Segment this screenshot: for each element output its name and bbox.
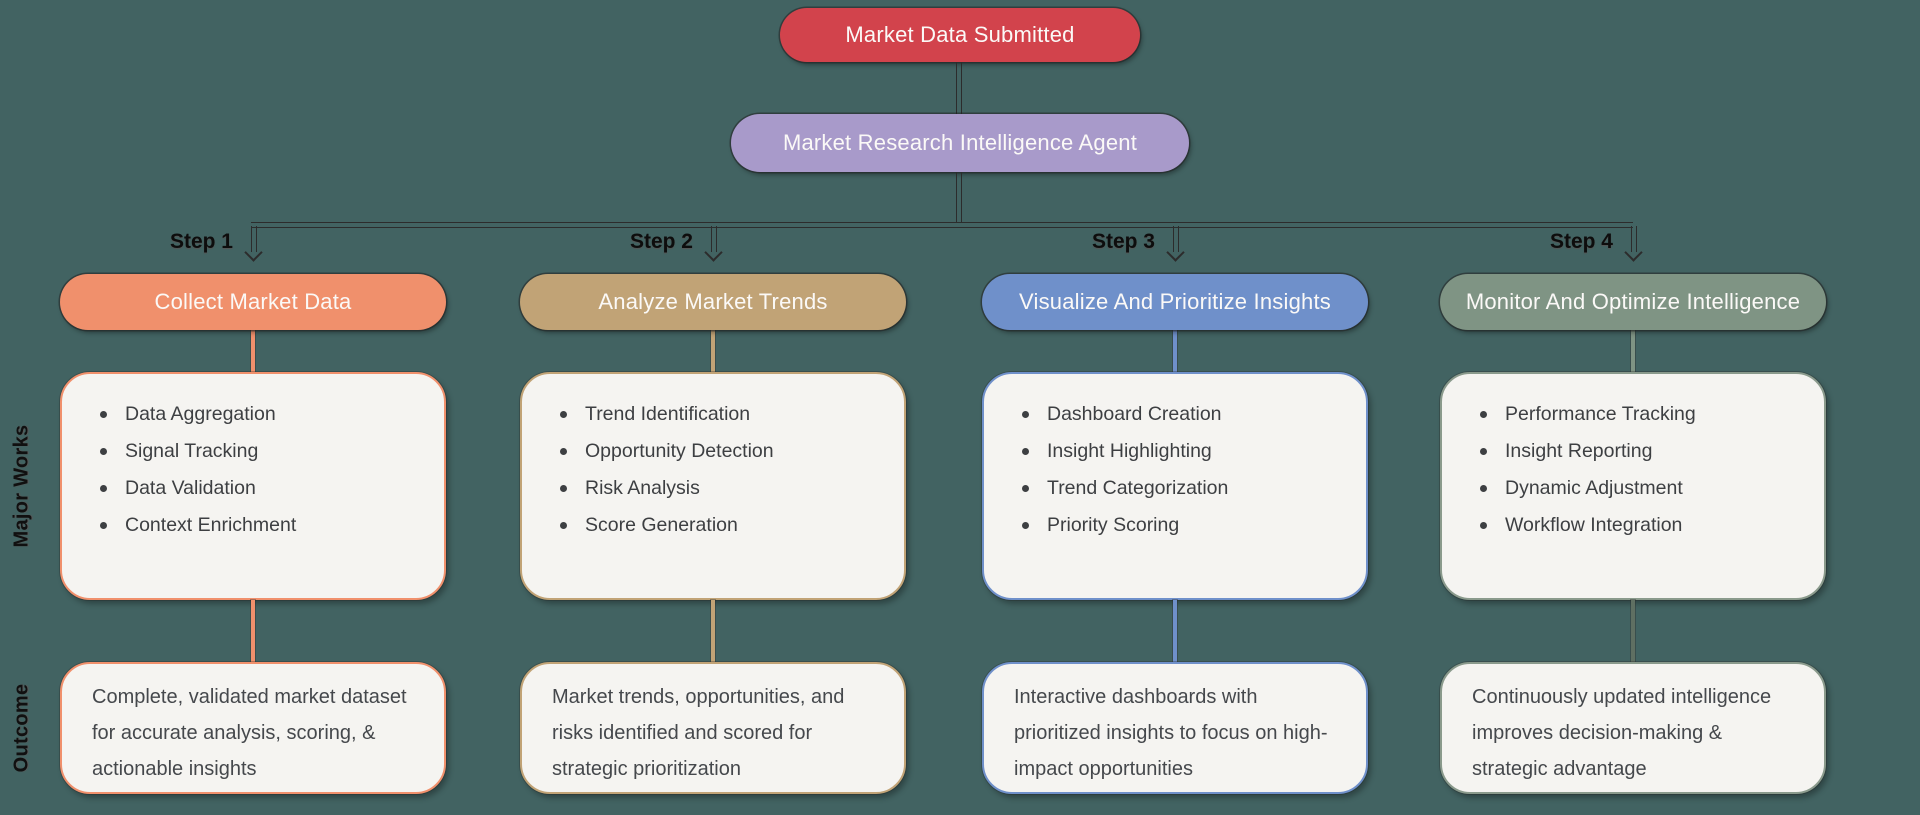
step2-outcome-box: Market trends, opportunities, and risks …: [520, 662, 906, 794]
list-item: Dashboard Creation: [1020, 396, 1356, 433]
list-item: Insight Reporting: [1478, 433, 1814, 470]
connector-step1-works: [251, 330, 255, 374]
step4-major-works-list: Performance Tracking Insight Reporting D…: [1442, 374, 1824, 544]
list-item: Trend Categorization: [1020, 470, 1356, 507]
connector-step4-works: [1631, 330, 1635, 374]
branch-stub-2: [711, 226, 717, 252]
arrow-down-icon: [704, 243, 723, 262]
list-item: Performance Tracking: [1478, 396, 1814, 433]
step2-outcome-text: Market trends, opportunities, and risks …: [552, 686, 845, 780]
step3-title-label: Visualize And Prioritize Insights: [1019, 289, 1331, 314]
step1-title-node: Collect Market Data: [60, 274, 446, 330]
list-item: Data Aggregation: [98, 396, 434, 433]
connector-step3-works: [1173, 330, 1177, 374]
step4-title-label: Monitor And Optimize Intelligence: [1465, 289, 1801, 314]
list-item: Signal Tracking: [98, 433, 434, 470]
list-item: Risk Analysis: [558, 470, 894, 507]
list-item: Opportunity Detection: [558, 433, 894, 470]
list-item: Workflow Integration: [1478, 507, 1814, 544]
connector-step2-works: [711, 330, 715, 374]
list-item: Trend Identification: [558, 396, 894, 433]
arrow-down-icon: [1624, 243, 1643, 262]
start-node-label: Market Data Submitted: [845, 22, 1075, 47]
step3-outcome-text: Interactive dashboards with prioritized …: [1014, 686, 1328, 780]
step4-title-node: Monitor And Optimize Intelligence: [1440, 274, 1826, 330]
row-label-outcome: Outcome: [10, 683, 33, 773]
step2-major-works-list: Trend Identification Opportunity Detecti…: [522, 374, 904, 544]
step2-title-label: Analyze Market Trends: [598, 289, 828, 314]
step3-major-works-box: Dashboard Creation Insight Highlighting …: [982, 372, 1368, 600]
connector-works4-outcome: [1631, 600, 1635, 662]
connector-agent-branch: [956, 172, 962, 222]
arrow-down-icon: [1166, 243, 1185, 262]
branch-stub-4: [1631, 226, 1637, 252]
branch-stub-3: [1173, 226, 1179, 252]
step3-title-node: Visualize And Prioritize Insights: [982, 274, 1368, 330]
list-item: Insight Highlighting: [1020, 433, 1356, 470]
start-node: Market Data Submitted: [780, 8, 1140, 62]
step1-title-label: Collect Market Data: [154, 289, 352, 314]
step-label-1: Step 1: [169, 230, 233, 253]
step1-major-works-box: Data Aggregation Signal Tracking Data Va…: [60, 372, 446, 600]
list-item: Data Validation: [98, 470, 434, 507]
step-label-3: Step 3: [1091, 230, 1155, 253]
list-item: Context Enrichment: [98, 507, 434, 544]
connector-works3-outcome: [1173, 600, 1177, 662]
step4-outcome-text: Continuously updated intelligence improv…: [1472, 686, 1772, 780]
agent-node-label: Market Research Intelligence Agent: [782, 130, 1138, 155]
connector-works1-outcome: [251, 600, 255, 662]
connector-start-agent: [956, 62, 962, 114]
step2-major-works-box: Trend Identification Opportunity Detecti…: [520, 372, 906, 600]
step1-outcome-box: Complete, validated market dataset for a…: [60, 662, 446, 794]
step1-major-works-list: Data Aggregation Signal Tracking Data Va…: [62, 374, 444, 544]
step2-title-node: Analyze Market Trends: [520, 274, 906, 330]
agent-node: Market Research Intelligence Agent: [731, 114, 1189, 172]
step3-major-works-list: Dashboard Creation Insight Highlighting …: [984, 374, 1366, 544]
step1-outcome-text: Complete, validated market dataset for a…: [92, 686, 407, 780]
connector-works2-outcome: [711, 600, 715, 662]
step3-outcome-box: Interactive dashboards with prioritized …: [982, 662, 1368, 794]
branch-bar: [251, 222, 1633, 228]
step4-major-works-box: Performance Tracking Insight Reporting D…: [1440, 372, 1826, 600]
step4-outcome-box: Continuously updated intelligence improv…: [1440, 662, 1826, 794]
arrow-down-icon: [244, 243, 263, 262]
step-label-4: Step 4: [1549, 230, 1613, 253]
list-item: Priority Scoring: [1020, 507, 1356, 544]
step-label-2: Step 2: [629, 230, 693, 253]
list-item: Score Generation: [558, 507, 894, 544]
branch-stub-1: [251, 226, 257, 252]
list-item: Dynamic Adjustment: [1478, 470, 1814, 507]
row-label-major-works: Major Works: [10, 424, 33, 548]
